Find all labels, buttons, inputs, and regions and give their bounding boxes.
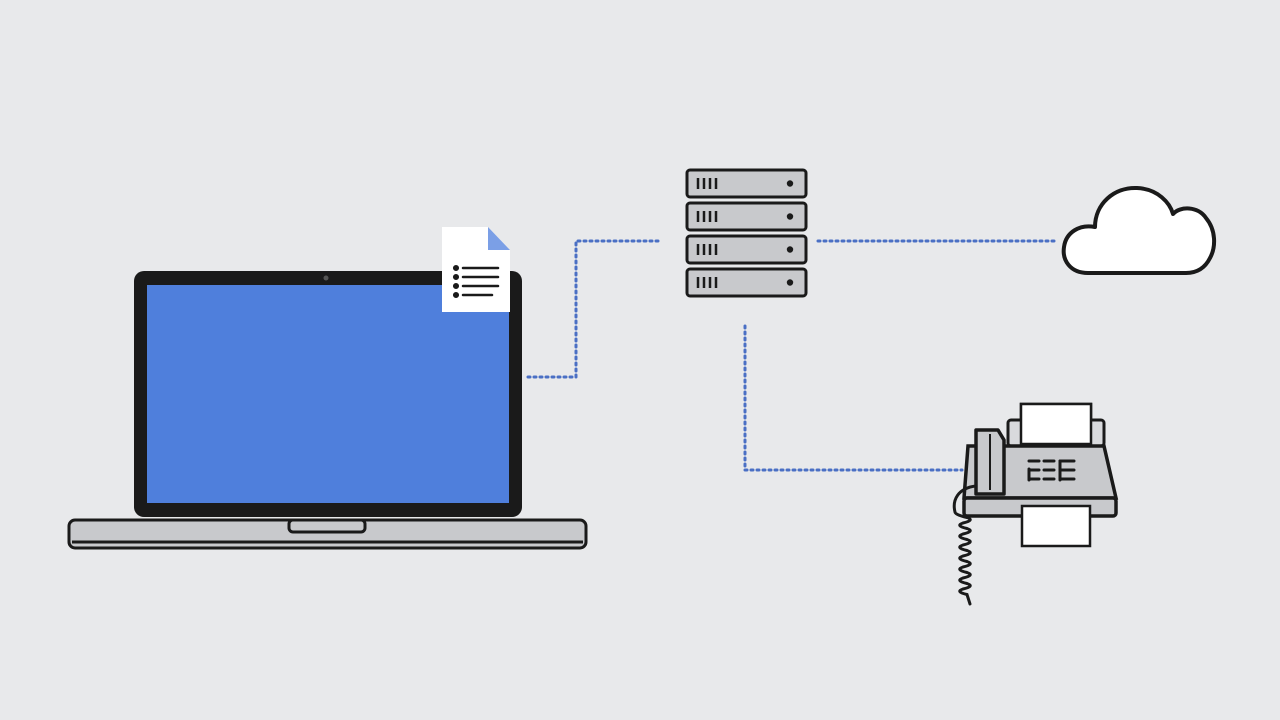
laptop-camera (323, 275, 329, 281)
server-rack-icon (685, 168, 808, 298)
server-unit (685, 168, 808, 199)
cloud-shape (1061, 185, 1217, 275)
laptop-trackpad-notch (287, 518, 367, 534)
fax-machine-icon (952, 402, 1119, 606)
fax-paper-in-front (1019, 402, 1093, 446)
cloud-icon (1061, 185, 1217, 275)
server-unit (685, 201, 808, 232)
server-led (786, 246, 794, 253)
edge-laptop-server (526, 239, 660, 379)
document-icon (442, 227, 510, 312)
edge-server-fax (743, 324, 964, 472)
document-lines (452, 264, 500, 299)
server-led (786, 279, 794, 286)
server-led (786, 180, 794, 187)
server-unit (685, 234, 808, 265)
laptop-screen (147, 285, 509, 503)
server-led (786, 213, 794, 220)
connectors (526, 239, 1060, 472)
laptop-icon (67, 271, 588, 550)
server-unit (685, 267, 808, 298)
fax-cord (952, 484, 978, 606)
document-fold (488, 227, 510, 250)
fax-keypad (1027, 459, 1076, 482)
fax-paper-out (1020, 504, 1092, 548)
